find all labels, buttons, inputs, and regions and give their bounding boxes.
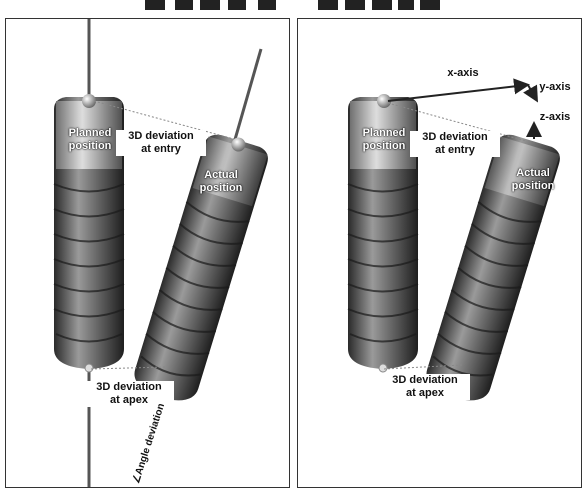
planned-position-label-right: Planned position: [350, 127, 418, 153]
apex-deviation-label-right: 3D deviation at apex: [380, 374, 470, 400]
x-axis-label: x-axis: [443, 67, 483, 80]
planned-label-line-2: position: [56, 140, 124, 153]
planned-label-line-1: Planned: [56, 127, 124, 140]
actual-position-label: Actual position: [186, 169, 256, 195]
entry-label-right-line-2: at entry: [410, 144, 500, 157]
entry-label-line-1: 3D deviation: [116, 130, 206, 143]
entry-deviation-label-right: 3D deviation at entry: [410, 131, 500, 157]
actual-label-right-line-2: position: [498, 180, 568, 193]
entry-deviation-label: 3D deviation at entry: [116, 130, 206, 156]
planned-label-right-line-2: position: [350, 140, 418, 153]
apex-label-right-line-2: at apex: [380, 387, 470, 400]
actual-position-label-right: Actual position: [498, 167, 568, 193]
cropped-header-text: [0, 0, 587, 14]
z-axis-label: z-axis: [535, 111, 575, 124]
apex-label-right-line-1: 3D deviation: [380, 374, 470, 387]
x-axis-arrow: [388, 85, 526, 101]
actual-label-line-1: Actual: [186, 169, 256, 182]
entry-label-line-2: at entry: [116, 143, 206, 156]
left-diagram: [6, 19, 290, 488]
entry-label-right-line-1: 3D deviation: [410, 131, 500, 144]
y-axis-label: y-axis: [535, 81, 575, 94]
actual-label-line-2: position: [186, 182, 256, 195]
right-panel: x-axis y-axis z-axis Planned position Ac…: [297, 18, 582, 488]
planned-position-label: Planned position: [56, 127, 124, 153]
left-panel: Planned position Actual position 3D devi…: [5, 18, 290, 488]
actual-label-right-line-1: Actual: [498, 167, 568, 180]
planned-label-right-line-1: Planned: [350, 127, 418, 140]
